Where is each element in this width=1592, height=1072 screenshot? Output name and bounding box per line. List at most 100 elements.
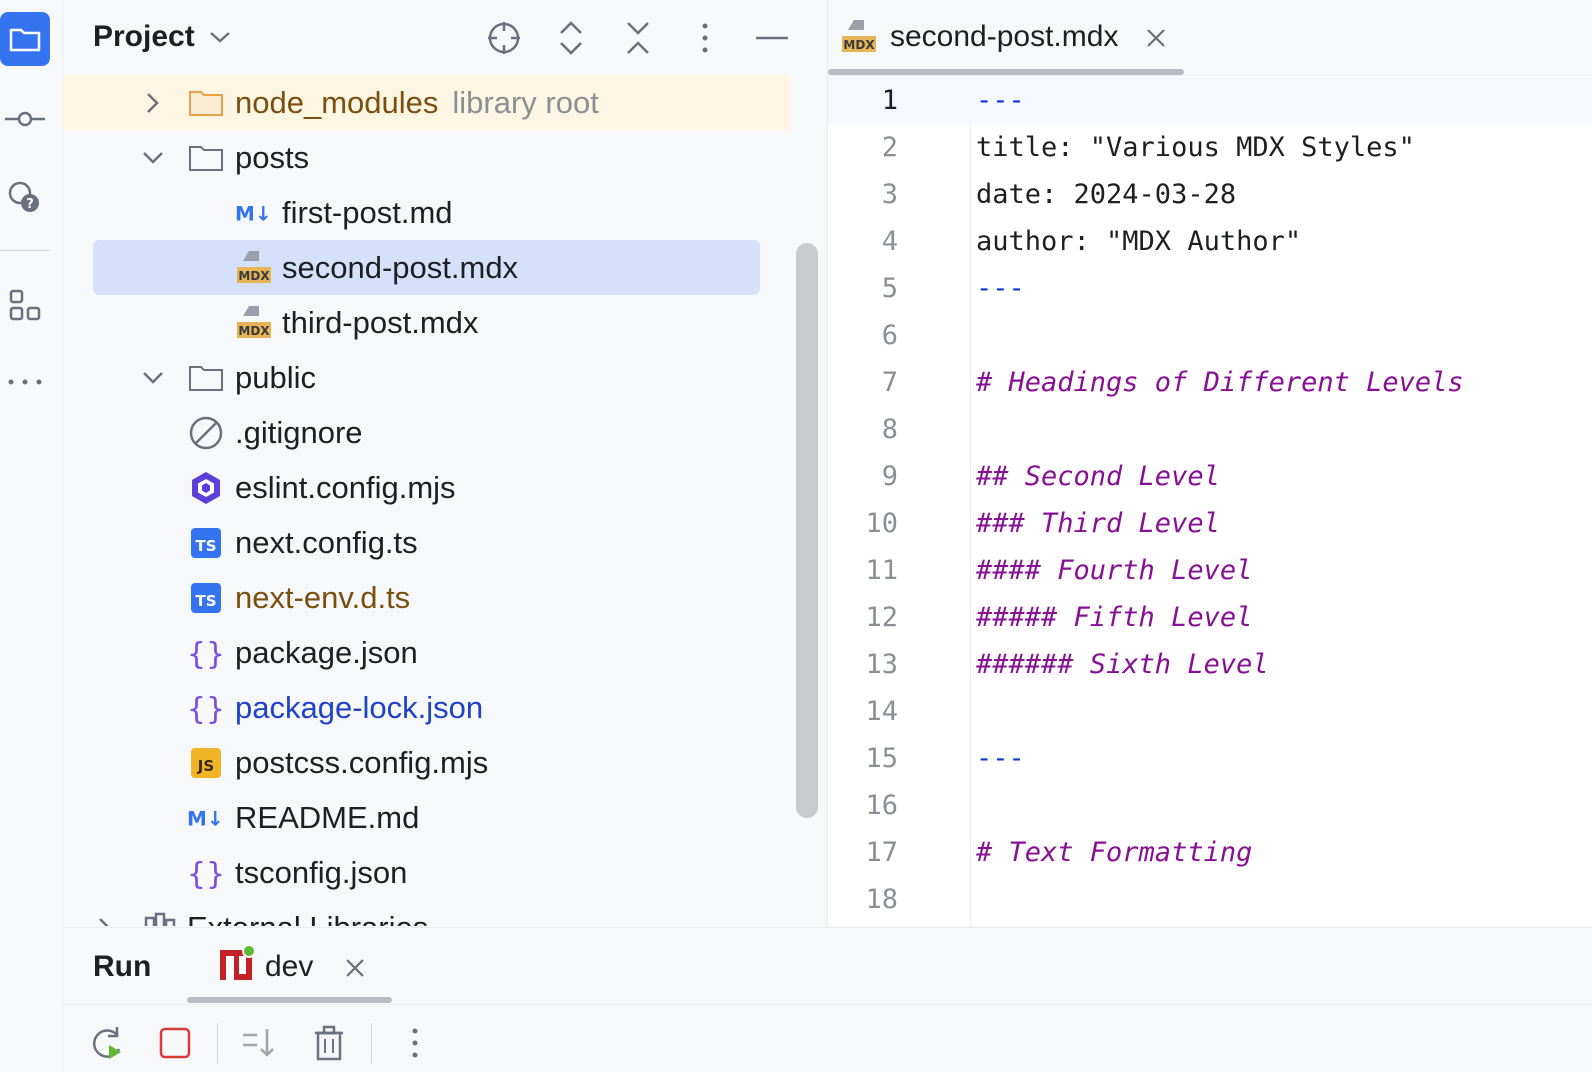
tree-item-label: third-post.mdx bbox=[282, 304, 479, 340]
npm-run-icon bbox=[220, 944, 256, 980]
ai-assistant-tool-button[interactable]: ? bbox=[0, 170, 50, 224]
svg-text:MDX: MDX bbox=[238, 269, 270, 283]
line-number: 7 bbox=[881, 367, 898, 398]
line-number: 13 bbox=[865, 649, 898, 680]
editor-tab-second-post[interactable]: MDX second-post.mdx bbox=[828, 0, 1184, 75]
line-text: --- bbox=[976, 85, 1025, 116]
minimize-icon bbox=[756, 36, 788, 40]
options-button[interactable] bbox=[685, 18, 725, 58]
tree-item-label: next.config.ts bbox=[235, 524, 418, 560]
heading-line-text: ##### Fifth Level bbox=[976, 602, 1253, 633]
line-text: --- bbox=[976, 273, 1025, 304]
project-scrollbar[interactable] bbox=[796, 243, 818, 818]
typescript-icon: TS bbox=[187, 524, 225, 562]
run-tab-dev[interactable]: dev bbox=[187, 928, 392, 1003]
project-panel-title: Project bbox=[93, 20, 195, 53]
tree-item-tsconfig[interactable]: {} tsconfig.json bbox=[63, 845, 826, 900]
structure-tool-button[interactable] bbox=[0, 278, 50, 332]
tree-item-label: eslint.config.mjs bbox=[235, 469, 456, 505]
project-tool-button[interactable] bbox=[0, 12, 50, 66]
gutter-separator bbox=[970, 77, 971, 926]
code-line: 10### Third Level bbox=[828, 500, 1592, 547]
chevron-down-icon[interactable] bbox=[141, 146, 165, 170]
close-icon[interactable] bbox=[341, 954, 369, 982]
chevron-right-icon[interactable] bbox=[141, 91, 165, 115]
line-number: 9 bbox=[881, 461, 898, 492]
strip-separator bbox=[0, 250, 50, 251]
line-number: 6 bbox=[881, 320, 898, 351]
collapse-all-button[interactable] bbox=[618, 18, 658, 58]
tree-item-external-libraries[interactable]: External Libraries bbox=[63, 900, 826, 926]
line-number: 18 bbox=[865, 884, 898, 915]
more-tools-button[interactable] bbox=[0, 355, 50, 409]
svg-text:?: ? bbox=[26, 197, 34, 212]
tree-item-public[interactable]: public bbox=[63, 350, 826, 405]
tree-item-label: package.json bbox=[235, 634, 418, 670]
active-tab-indicator bbox=[828, 69, 1184, 75]
close-icon[interactable] bbox=[1142, 24, 1170, 52]
tree-item-label: README.md bbox=[235, 799, 420, 835]
code-line: 13###### Sixth Level bbox=[828, 641, 1592, 688]
tree-item-third-post[interactable]: MDX third-post.mdx bbox=[63, 295, 826, 350]
editor-tab-label: second-post.mdx bbox=[890, 20, 1119, 53]
heading-line-text: # Headings of Different Levels bbox=[976, 367, 1464, 398]
commit-tool-button[interactable] bbox=[0, 92, 50, 146]
clear-all-button[interactable] bbox=[309, 1023, 349, 1063]
code-line: 16 bbox=[828, 782, 1592, 829]
tree-item-second-post[interactable]: MDX second-post.mdx bbox=[93, 240, 760, 295]
svg-text:MDX: MDX bbox=[238, 324, 270, 338]
svg-text:{}: {} bbox=[189, 637, 223, 671]
tree-item-next-env[interactable]: TS next-env.d.ts bbox=[63, 570, 826, 625]
json-icon: {} bbox=[187, 689, 225, 727]
toolbar-separator bbox=[217, 1023, 218, 1063]
tree-item-postcss-config[interactable]: JS postcss.config.mjs bbox=[63, 735, 826, 790]
line-number: 14 bbox=[865, 696, 898, 727]
collapse-all-icon bbox=[627, 22, 649, 54]
rerun-button[interactable] bbox=[87, 1023, 127, 1063]
line-number: 5 bbox=[881, 273, 898, 304]
hide-panel-button[interactable] bbox=[752, 18, 792, 58]
line-text: --- bbox=[976, 743, 1025, 774]
line-text: title: "Various MDX Styles" bbox=[976, 132, 1415, 163]
tree-item-package-lock[interactable]: {} package-lock.json bbox=[63, 680, 826, 735]
svg-text:M↓: M↓ bbox=[235, 201, 272, 225]
tree-item-label: second-post.mdx bbox=[282, 249, 519, 285]
svg-text:TS: TS bbox=[195, 537, 216, 555]
run-tab-label: dev bbox=[265, 950, 314, 983]
project-view-selector[interactable]: Project bbox=[93, 20, 231, 54]
tree-item-readme[interactable]: M↓ README.md bbox=[63, 790, 826, 845]
expand-all-button[interactable] bbox=[551, 18, 591, 58]
mdx-icon: MDX bbox=[842, 20, 876, 52]
chevron-down-icon[interactable] bbox=[141, 366, 165, 390]
run-panel-title: Run bbox=[93, 950, 152, 983]
run-toolbar bbox=[63, 1004, 1592, 1072]
line-number: 8 bbox=[881, 414, 898, 445]
code-line: 5 --- bbox=[828, 265, 1592, 312]
line-number: 10 bbox=[865, 508, 898, 539]
json-icon: {} bbox=[187, 854, 225, 892]
eslint-icon bbox=[187, 469, 225, 507]
tree-item-gitignore[interactable]: .gitignore bbox=[63, 405, 826, 460]
more-vertical-icon bbox=[412, 1028, 418, 1058]
stop-icon bbox=[159, 1027, 191, 1059]
tree-item-eslint-config[interactable]: eslint.config.mjs bbox=[63, 460, 826, 515]
tree-item-posts[interactable]: posts bbox=[63, 130, 826, 185]
more-options-button[interactable] bbox=[395, 1023, 435, 1063]
code-line: 15 --- bbox=[828, 735, 1592, 782]
tree-item-first-post[interactable]: M↓ first-post.md bbox=[63, 185, 826, 240]
stop-button[interactable] bbox=[155, 1023, 195, 1063]
tree-item-label: package-lock.json bbox=[235, 689, 484, 725]
line-number: 4 bbox=[881, 226, 898, 257]
line-number: 15 bbox=[865, 743, 898, 774]
tree-item-next-config[interactable]: TS next.config.ts bbox=[63, 515, 826, 570]
chevron-down-icon bbox=[209, 32, 230, 43]
svg-text:MDX: MDX bbox=[843, 38, 875, 52]
tool-window-strip: ? bbox=[0, 0, 63, 1070]
scroll-to-end-button[interactable] bbox=[239, 1023, 279, 1063]
line-number: 3 bbox=[881, 179, 898, 210]
locate-file-button[interactable] bbox=[484, 18, 524, 58]
chevron-right-icon[interactable] bbox=[93, 916, 117, 926]
tree-item-package-json[interactable]: {} package.json bbox=[63, 625, 826, 680]
